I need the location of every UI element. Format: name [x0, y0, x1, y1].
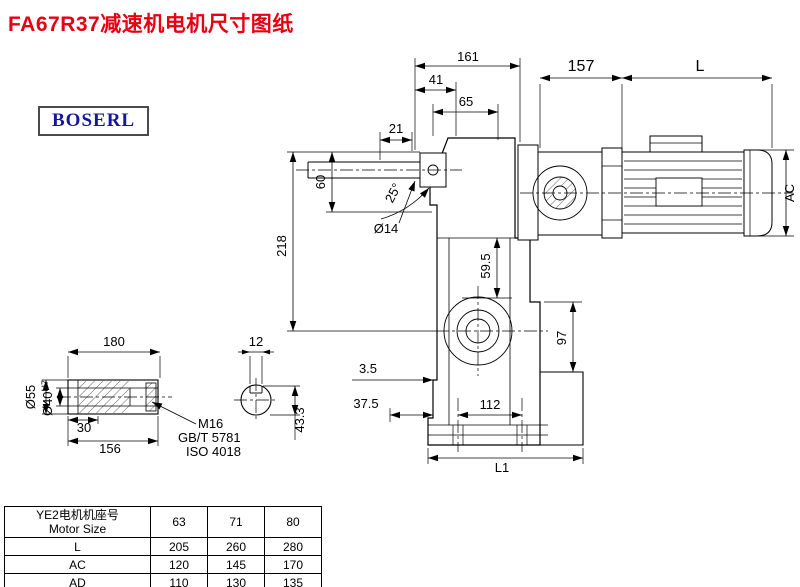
- table-cell-AD-0: 110: [150, 573, 208, 587]
- table-cell-size-63: 63: [150, 506, 208, 538]
- dim-dia55: Ø55: [23, 379, 68, 415]
- dim-156: 156: [68, 416, 159, 456]
- dim-97: 97: [544, 301, 582, 372]
- main-view: 161 41 65 21: [274, 49, 797, 475]
- dim-dia40: Ø40H7: [40, 380, 130, 416]
- centerlines: [296, 169, 793, 452]
- dim-dia40-label: Ø40H7: [40, 380, 55, 416]
- dim-30-label: 30: [77, 420, 91, 435]
- table-cell-L-1: 260: [207, 537, 265, 556]
- table-cell-L-0: 205: [150, 537, 208, 556]
- note-gbt-label: GB/T 5781: [178, 430, 241, 445]
- dim-3-5: 3.5: [352, 361, 433, 384]
- dim-218-label: 218: [274, 235, 289, 257]
- table-cell-AC-2: 170: [264, 555, 322, 574]
- dim-65: 65: [432, 94, 499, 140]
- dim-L-label: L: [696, 58, 705, 75]
- dim-59-5-label: 59.5: [478, 253, 493, 278]
- dim-156-label: 156: [99, 441, 121, 456]
- table-cell-AD-2: 135: [264, 573, 322, 587]
- dim-L1-label: L1: [495, 460, 509, 475]
- dim-59-5: 59.5: [462, 238, 512, 299]
- shaft-section-view: 180 Ø55 Ø40H7 30: [23, 334, 241, 459]
- brand-logo: BOSERL: [38, 106, 150, 136]
- table-cell-AD-1: 130: [207, 573, 265, 587]
- motor-nameplate: [655, 177, 703, 207]
- dim-shaft-diameter-label: Ø14: [374, 221, 399, 236]
- dim-12-label: 12: [249, 334, 263, 349]
- dim-37-5-label: 37.5: [353, 396, 378, 411]
- table-row-L: L 205 260 280: [4, 537, 322, 556]
- dim-161: 161: [414, 49, 521, 150]
- dim-180: 180: [67, 334, 161, 378]
- dim-21-label: 21: [389, 121, 403, 136]
- dim-43-3-label: 43.3: [292, 407, 307, 432]
- dim-angle-label: 25°: [382, 181, 404, 205]
- keyway-section-view: 12 43.3: [234, 334, 307, 440]
- table-cell-AC-0: 120: [150, 555, 208, 574]
- dim-21: 21: [379, 121, 413, 160]
- dim-AC: AC: [750, 149, 797, 237]
- motor: [517, 135, 773, 241]
- dim-112-label: 112: [480, 397, 501, 412]
- dim-L: L: [622, 58, 773, 148]
- table-cell-size-80: 80: [264, 506, 322, 538]
- dim-37-5: 37.5: [353, 396, 433, 422]
- table-row-header: YE2电机机座号 Motor Size 63 71 80: [4, 506, 322, 538]
- dim-3-5-label: 3.5: [359, 361, 377, 376]
- table-cell-AC-1: 145: [207, 555, 265, 574]
- table-header-motor-size: YE2电机机座号 Motor Size: [4, 506, 151, 538]
- terminal-box: [649, 135, 703, 153]
- table-header-line1: YE2电机机座号: [36, 508, 119, 522]
- table-cell-L-2: 280: [264, 537, 322, 556]
- dim-30: 30: [67, 416, 99, 446]
- dim-60-label: 60: [313, 175, 328, 189]
- dim-112: 112: [458, 397, 522, 419]
- dim-43-3: 43.3: [263, 385, 307, 440]
- table-cell-size-71: 71: [207, 506, 265, 538]
- dim-AC-label: AC: [782, 184, 797, 202]
- note-iso-label: ISO 4018: [186, 444, 241, 459]
- table-row-AD: AD 110 130 135: [4, 573, 322, 587]
- dim-65-label: 65: [459, 94, 473, 109]
- dim-dia55-label: Ø55: [23, 385, 38, 410]
- table-label-AD: AD: [4, 573, 151, 587]
- table-label-L: L: [4, 537, 151, 556]
- motor-size-table: YE2电机机座号 Motor Size 63 71 80 L 205 260 2…: [4, 506, 322, 587]
- dim-L1: L1: [427, 448, 584, 475]
- page-title: FA67R37减速机电机尺寸图纸: [8, 13, 294, 36]
- table-label-AC: AC: [4, 555, 151, 574]
- dim-41-label: 41: [429, 72, 443, 87]
- dim-shaft-diameter: Ø14: [374, 180, 416, 236]
- dim-97-label: 97: [554, 331, 569, 345]
- dim-157: 157: [539, 58, 623, 150]
- dim-41: 41: [415, 72, 457, 136]
- table-header-line2: Motor Size: [48, 522, 107, 536]
- table-row-AC: AC 120 145 170: [4, 555, 322, 574]
- dim-180-label: 180: [103, 334, 125, 349]
- note-m16-label: M16: [198, 416, 223, 431]
- dim-161-label: 161: [457, 49, 479, 64]
- dim-12: 12: [238, 334, 274, 384]
- dim-218: 218: [274, 152, 436, 332]
- dim-60: 60: [287, 151, 432, 213]
- thread-note: M16 GB/T 5781 ISO 4018: [151, 401, 241, 459]
- dim-157-label: 157: [568, 58, 595, 75]
